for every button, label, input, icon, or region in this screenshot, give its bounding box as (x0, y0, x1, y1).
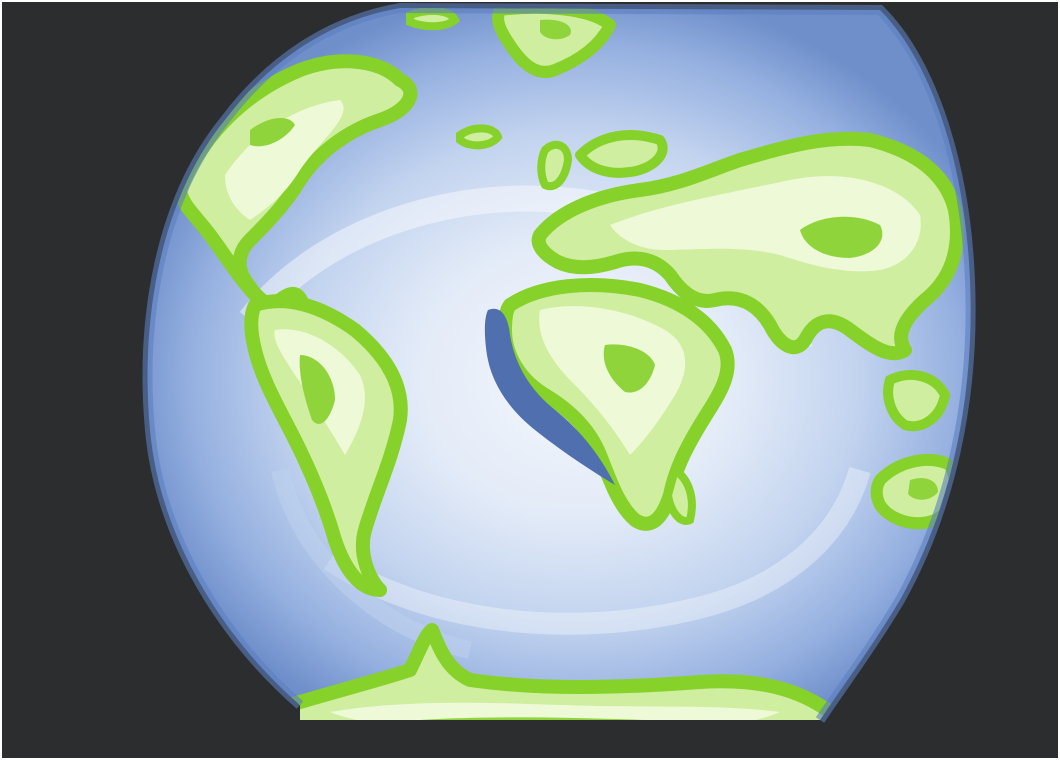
landmass-south-america (244, 294, 408, 597)
globe-rim (142, 2, 976, 723)
landmass-british-isles (537, 140, 573, 191)
landmass-antarctica (283, 623, 837, 720)
africa-shadow (484, 308, 615, 485)
landmass-southeast-asia (883, 370, 951, 432)
globe (142, 2, 976, 723)
landmass-scandinavia (575, 130, 668, 178)
